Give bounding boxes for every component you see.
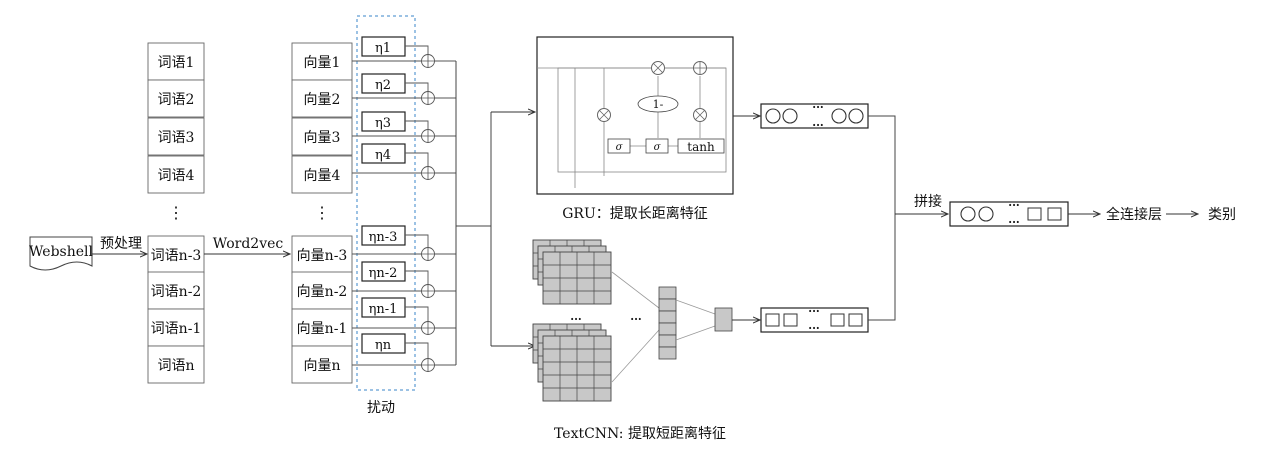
vectors-column: 向量1 向量2 向量3 向量4 向量n-3 向量n-2 向量n-1 向量n xyxy=(291,42,353,384)
eta-box xyxy=(361,333,406,354)
gru-caption: GRU：提取长距离特征 xyxy=(562,205,708,222)
word-label: 词语n-2 xyxy=(151,284,202,300)
vector-label: 向量n xyxy=(303,358,340,374)
eta-label: ηn-1 xyxy=(369,302,398,317)
word-label: 词语3 xyxy=(158,130,195,146)
word-cell xyxy=(147,271,205,310)
vector-cell xyxy=(291,42,353,81)
vector-label: 向量4 xyxy=(304,168,341,184)
vector-cell xyxy=(291,235,353,274)
word-label: 词语n-3 xyxy=(151,248,202,264)
vector-label: 向量3 xyxy=(304,130,341,146)
word-label: 词语n-1 xyxy=(151,321,202,337)
feature-map-grid xyxy=(542,335,612,402)
eta-box xyxy=(361,297,406,318)
vector-cell xyxy=(291,155,353,194)
vector-label: 向量n-1 xyxy=(297,321,348,337)
feature-map-grid xyxy=(542,251,612,305)
words-ellipsis: ⋮ xyxy=(168,203,184,222)
eta-box xyxy=(361,143,406,164)
eta-label: ηn-2 xyxy=(369,266,398,281)
svg-text:σ: σ xyxy=(616,142,624,153)
preprocess-label: 预处理 xyxy=(100,236,142,252)
textcnn-feature-vector: ... ... xyxy=(760,302,869,333)
word-label: 词语1 xyxy=(158,55,195,71)
vector-label: 向量1 xyxy=(304,55,341,71)
word-label: 词语n xyxy=(157,358,194,374)
word-label: 词语4 xyxy=(158,168,195,184)
gru-one-minus xyxy=(637,95,679,113)
textcnn-output-cell xyxy=(714,307,733,332)
vectors-ellipsis: ⋮ xyxy=(314,203,330,222)
vector-cell xyxy=(291,308,353,347)
word-cell xyxy=(147,345,205,384)
concat-feature-vector: ... ... xyxy=(949,196,1069,227)
eta-box xyxy=(361,36,406,57)
svg-text:...: ... xyxy=(812,98,824,111)
svg-text:...: ... xyxy=(808,302,820,315)
vector-label: 向量n-3 xyxy=(297,248,348,264)
vector-cell xyxy=(291,79,353,118)
word-label: 词语2 xyxy=(158,92,195,108)
gru-feature-vector: ... ... xyxy=(760,98,869,129)
svg-text:...: ... xyxy=(808,319,820,332)
class-label: 类别 xyxy=(1208,207,1236,223)
eta-box xyxy=(361,261,406,282)
word-cell xyxy=(147,79,205,118)
eta-label: η1 xyxy=(375,41,391,56)
word-cell xyxy=(147,117,205,156)
textcnn-feature-maps xyxy=(532,239,612,402)
vector-label: 向量n-2 xyxy=(297,284,348,300)
textcnn-pooled-column xyxy=(658,286,677,360)
eta-label: ηn-3 xyxy=(369,230,398,245)
eta-column: η1 η2 η3 η4 ηn-3 ηn-2 ηn-1 ηn xyxy=(352,36,456,372)
vector-cell xyxy=(291,345,353,384)
fc-layer-label: 全连接层 xyxy=(1106,206,1162,223)
webshell-label: Webshell xyxy=(29,244,93,260)
concat-label: 拼接 xyxy=(914,193,942,210)
word-cell xyxy=(147,308,205,347)
svg-text:...: ... xyxy=(1008,213,1020,226)
eta-label: η2 xyxy=(375,78,391,93)
svg-text:...: ... xyxy=(1008,196,1020,209)
textcnn-caption: TextCNN: 提取短距离特征 xyxy=(554,425,726,442)
perturbation-label: 扰动 xyxy=(367,400,395,416)
word-cell xyxy=(147,235,205,274)
eta-label: η4 xyxy=(375,148,391,163)
svg-text:tanh: tanh xyxy=(687,140,715,154)
webshell-document: Webshell xyxy=(29,236,93,271)
textcnn-to-concat-line xyxy=(868,214,896,321)
words-column: 词语1 词语2 词语3 词语4 词语n-3 词语n-2 词语n-1 词语n xyxy=(147,42,205,384)
gru-sigma-2 xyxy=(645,138,669,154)
eta-label: η3 xyxy=(375,116,391,131)
eta-box xyxy=(361,225,406,246)
vector-label: 向量2 xyxy=(304,92,341,108)
eta-box xyxy=(361,111,406,132)
word-cell xyxy=(147,155,205,194)
svg-text:...: ... xyxy=(570,310,582,323)
word2vec-label: Word2vec xyxy=(213,236,284,252)
svg-text:σ: σ xyxy=(654,142,662,153)
svg-text:...: ... xyxy=(630,310,642,323)
vector-cell xyxy=(291,117,353,156)
gru-tanh xyxy=(677,138,725,154)
eta-box xyxy=(361,73,406,94)
svg-text:...: ... xyxy=(812,116,824,129)
gru-block: 1- σ σ tanh xyxy=(536,36,734,195)
svg-text:1-: 1- xyxy=(653,98,664,111)
eta-label: ηn xyxy=(375,338,392,353)
gru-sigma-1 xyxy=(607,138,631,154)
